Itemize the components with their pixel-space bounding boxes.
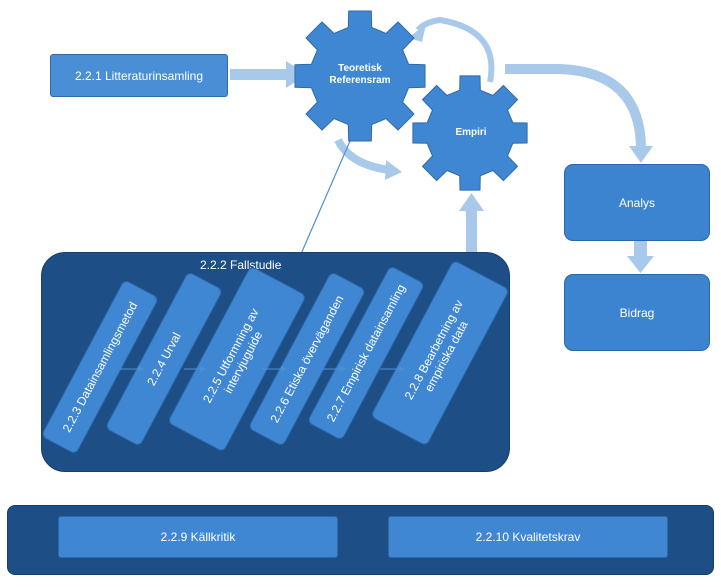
gear-teoretisk-shape [294, 10, 426, 142]
bidrag-box: Bidrag [564, 274, 710, 351]
arrow-fallstudie-to-empiri [459, 193, 484, 252]
kallkritik-box: 2.2.9 Källkritik [58, 516, 338, 558]
gear-teoretisk-line1: Teoretisk [338, 63, 382, 74]
gear-empiri-shape [412, 75, 528, 191]
gear-teoretisk-label: Teoretisk Referensram [320, 63, 400, 87]
gear-teoretisk-line2: Referensram [329, 75, 391, 86]
gear-teoretisk-icon [294, 10, 426, 142]
gear-empiri-icon [412, 75, 528, 191]
arrow-analys-to-bidrag [627, 241, 654, 273]
gear-empiri-label: Empiri [455, 127, 487, 138]
fallstudie-title: 2.2.2 Fallstudie [200, 258, 282, 272]
arrow-empiri-to-analys [505, 64, 653, 163]
kvalitetskrav-box: 2.2.10 Kvalitetskrav [388, 516, 668, 558]
analys-box: Analys [564, 164, 710, 241]
litteraturinsamling-box: 2.2.1 Litteraturinsamling [50, 54, 228, 97]
arrow-cycle-bottom [334, 138, 402, 180]
